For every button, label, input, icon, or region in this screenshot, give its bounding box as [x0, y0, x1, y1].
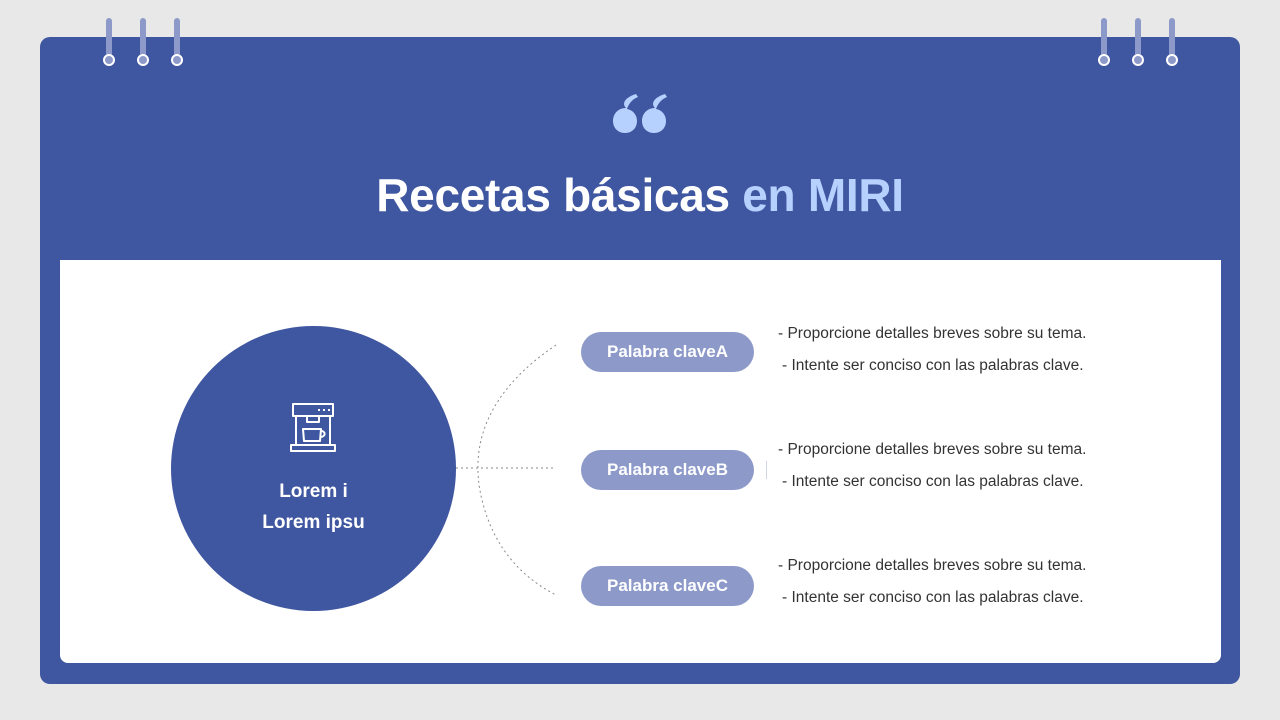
- center-circle: [171, 326, 456, 611]
- title-accent: en MIRI: [742, 169, 904, 221]
- description-line: - Proporcione detalles breves sobre su t…: [778, 325, 1087, 342]
- title-main: Recetas básicas: [376, 169, 730, 221]
- keyword-pill-c: Palabra claveC: [581, 566, 754, 606]
- description-line: - Intente ser conciso con las palabras c…: [782, 589, 1084, 606]
- quote-icon: [613, 94, 667, 133]
- keyword-pill-b: Palabra claveB: [581, 450, 754, 490]
- center-label-line1: Lorem i: [279, 481, 348, 502]
- description-line: - Intente ser conciso con las palabras c…: [782, 357, 1084, 374]
- page-title: Recetas básicas en MIRI: [0, 168, 1280, 222]
- description-line: - Proporcione detalles breves sobre su t…: [778, 557, 1087, 574]
- keyword-description-b: - Proporcione detalles breves sobre su t…: [770, 434, 1130, 498]
- description-line: - Proporcione detalles breves sobre su t…: [778, 441, 1087, 458]
- binder-ring-icon: [1098, 18, 1110, 68]
- binder-ring-icon: [137, 18, 149, 68]
- center-label: Lorem i Lorem ipsu: [171, 476, 456, 538]
- binder-ring-icon: [1132, 18, 1144, 68]
- center-label-line2: Lorem ipsu: [262, 512, 365, 533]
- binder-ring-icon: [103, 18, 115, 68]
- keyword-pill-a: Palabra claveA: [581, 332, 754, 372]
- description-line: - Intente ser conciso con las palabras c…: [782, 473, 1084, 490]
- coffee-machine-icon: [290, 403, 336, 452]
- divider: [766, 461, 767, 479]
- connector-lines: [456, 344, 557, 596]
- keyword-description-a: - Proporcione detalles breves sobre su t…: [770, 318, 1130, 382]
- binder-ring-icon: [171, 18, 183, 68]
- keyword-description-c: - Proporcione detalles breves sobre su t…: [770, 550, 1130, 614]
- binder-ring-icon: [1166, 18, 1178, 68]
